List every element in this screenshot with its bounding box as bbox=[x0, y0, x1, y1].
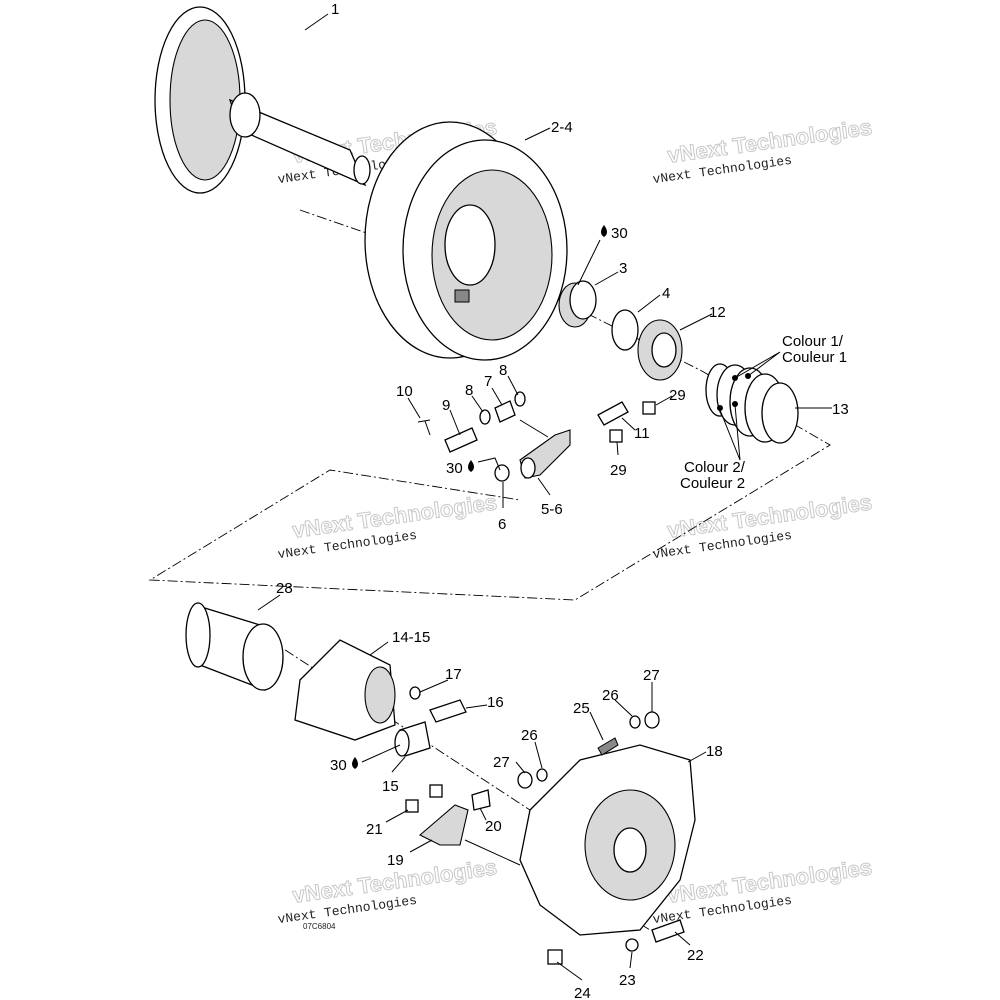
couleur-2-label: Couleur 2 bbox=[680, 475, 745, 492]
callout-29: 29 bbox=[669, 387, 686, 404]
spring-part-25[interactable] bbox=[597, 737, 619, 756]
screw-part-22[interactable] bbox=[651, 919, 685, 943]
nut-part-24[interactable] bbox=[547, 949, 563, 965]
spring-part-13[interactable] bbox=[705, 363, 799, 444]
assembly-arrow bbox=[519, 419, 549, 438]
callout-6: 6 bbox=[498, 516, 506, 533]
cotter-pin-part-10[interactable] bbox=[417, 419, 431, 436]
callout-27: 27 bbox=[643, 667, 660, 684]
callout-30: 30 bbox=[611, 225, 628, 242]
movable-sheave-part-2-4[interactable] bbox=[364, 121, 568, 361]
pin-part-20[interactable] bbox=[471, 789, 491, 811]
callout-26: 26 bbox=[521, 727, 538, 744]
colour-1-label: Colour 1/ bbox=[782, 333, 844, 350]
callout-5-6: 5-6 bbox=[541, 501, 563, 518]
callout-19: 19 bbox=[387, 852, 404, 869]
callout-27: 27 bbox=[493, 754, 510, 771]
screw-part-29[interactable] bbox=[609, 401, 656, 443]
callout-18: 18 bbox=[706, 743, 723, 760]
callout-16: 16 bbox=[487, 694, 504, 711]
callout-26: 26 bbox=[602, 687, 619, 704]
bushing-part-15[interactable] bbox=[394, 721, 431, 757]
drawing-code: 07C6804 bbox=[303, 922, 336, 931]
bushing-part-3[interactable] bbox=[558, 280, 597, 328]
callout-11: 11 bbox=[634, 425, 650, 442]
callout-30: 30 bbox=[446, 460, 463, 477]
oil-drop-icon bbox=[601, 225, 607, 237]
callout-8: 8 bbox=[465, 382, 473, 399]
o-ring-part-26[interactable] bbox=[536, 715, 641, 782]
oil-drop-icon bbox=[468, 460, 474, 472]
o-ring-part-17[interactable] bbox=[409, 686, 421, 700]
lever-part-5-6[interactable] bbox=[519, 429, 571, 479]
callout-7: 7 bbox=[484, 373, 492, 390]
leader-lines bbox=[257, 13, 832, 981]
callout-13: 13 bbox=[832, 401, 849, 418]
callout-24: 24 bbox=[574, 985, 591, 1000]
callout-25: 25 bbox=[573, 700, 590, 717]
housing-part-14-15[interactable] bbox=[294, 639, 396, 741]
callout-14-15: 14-15 bbox=[392, 629, 430, 646]
roller-part-7[interactable] bbox=[494, 400, 516, 423]
lever-part-19[interactable] bbox=[419, 804, 469, 846]
washer-part-6[interactable] bbox=[494, 464, 510, 482]
callout-3: 3 bbox=[619, 260, 627, 277]
callout-1: 1 bbox=[331, 1, 339, 18]
sleeve-part-28[interactable] bbox=[185, 602, 284, 691]
retaining-ring-part-4[interactable] bbox=[611, 309, 639, 351]
callout-9: 9 bbox=[442, 397, 450, 414]
callout-20: 20 bbox=[485, 818, 502, 835]
callout-23: 23 bbox=[619, 972, 636, 989]
callout-22: 22 bbox=[687, 947, 704, 964]
housing-part-18[interactable] bbox=[519, 744, 696, 936]
callout-15: 15 bbox=[382, 778, 399, 795]
callout-28: 28 bbox=[276, 580, 293, 597]
screw-part-21[interactable] bbox=[405, 784, 443, 813]
callout-10: 10 bbox=[396, 383, 413, 400]
callout-29: 29 bbox=[610, 462, 627, 479]
callout-labels: 1 2-4 30 3 4 12 Colour 1/ Couleur 1 13 C… bbox=[276, 1, 849, 1000]
assembly-arrow bbox=[464, 839, 521, 866]
spring-cup-part-12[interactable] bbox=[637, 319, 683, 381]
fixed-sheave-part-1[interactable] bbox=[154, 6, 371, 194]
callout-30: 30 bbox=[330, 757, 347, 774]
pin-part-11[interactable] bbox=[597, 401, 629, 426]
washer-part-23[interactable] bbox=[625, 938, 639, 952]
callout-8: 8 bbox=[499, 362, 507, 379]
callout-2-4: 2-4 bbox=[551, 119, 573, 136]
colour-2-label: Colour 2/ bbox=[684, 459, 746, 476]
callout-17: 17 bbox=[445, 666, 462, 683]
oil-drop-icon bbox=[352, 757, 358, 769]
couleur-1-label: Couleur 1 bbox=[782, 349, 847, 366]
callout-4: 4 bbox=[662, 285, 670, 302]
washer-part-8[interactable] bbox=[479, 391, 526, 425]
roller-pin-part-9[interactable] bbox=[444, 427, 478, 453]
callout-12: 12 bbox=[709, 304, 726, 321]
callout-21: 21 bbox=[366, 821, 383, 838]
screw-part-16[interactable] bbox=[429, 699, 467, 723]
